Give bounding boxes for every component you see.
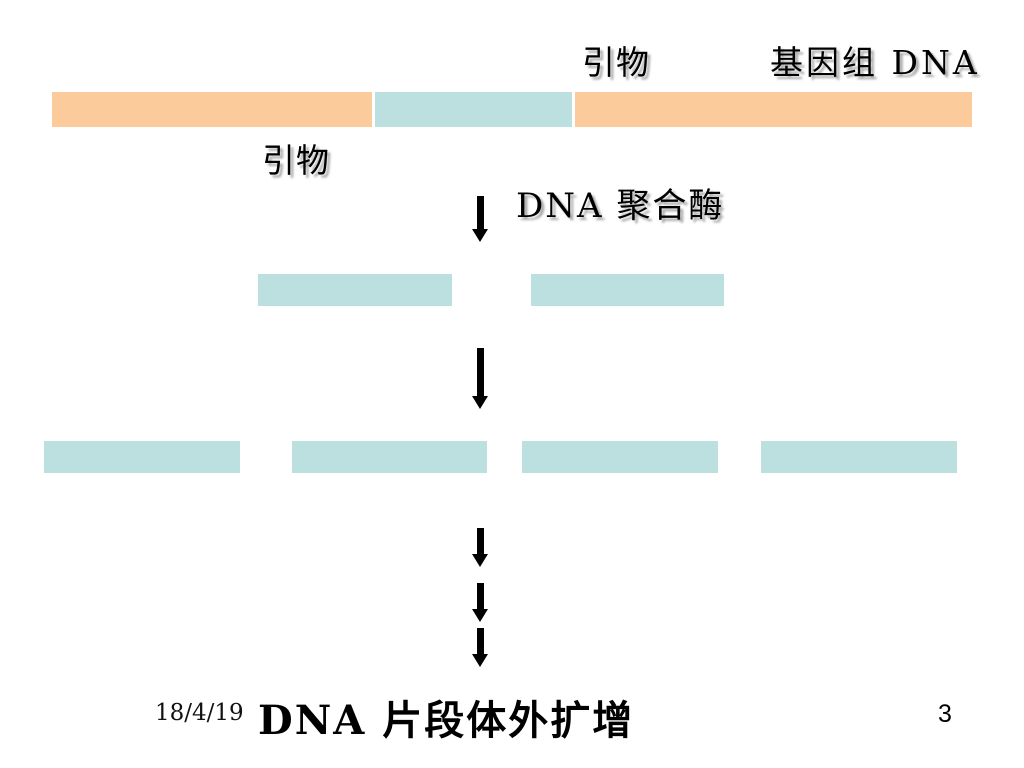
- amplified-fragment-bar-3: [522, 441, 718, 473]
- primer-bar-top: [375, 92, 572, 127]
- extension-product-bar-2: [531, 274, 724, 306]
- extension-product-bar-1: [258, 274, 452, 306]
- label-genomic-dna: 基因组 DNA: [770, 43, 980, 82]
- label-dna-polymerase: DNA 聚合酶: [516, 186, 725, 226]
- amplified-fragment-bar-1: [44, 441, 240, 473]
- amplified-fragment-bar-2: [292, 441, 487, 473]
- footer-date: 18/4/19: [155, 700, 244, 726]
- arrow-cycle-2: [470, 583, 490, 622]
- arrow-cycle-1: [470, 528, 490, 567]
- label-primer-bottom: 引物: [262, 141, 330, 180]
- genomic-dna-bar-right: [575, 92, 972, 127]
- amplified-fragment-bar-4: [761, 441, 957, 473]
- footer-page-number: 3: [938, 700, 952, 728]
- arrow-to-amplified-row: [470, 348, 490, 409]
- arrow-cycle-3: [470, 628, 490, 667]
- label-primer-top: 引物: [582, 43, 650, 82]
- genomic-dna-bar-left: [52, 92, 372, 127]
- footer-title: DNA 片段体外扩增: [258, 697, 635, 744]
- arrow-polymerase-step: [470, 196, 490, 242]
